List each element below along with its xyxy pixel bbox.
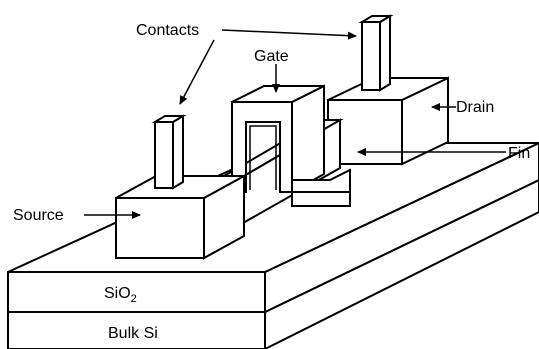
- source-block: [116, 176, 244, 258]
- contacts-arrow-right: [222, 30, 356, 36]
- fin-label: Fin: [508, 145, 530, 162]
- source-contact-front: [155, 122, 173, 188]
- sio2-front: [8, 272, 265, 312]
- source-front: [116, 198, 204, 258]
- drain-contact-side: [380, 16, 390, 90]
- contacts-arrow-left: [180, 40, 214, 104]
- drain-label: Drain: [456, 99, 494, 116]
- sio2-label-subscript: 2: [131, 293, 137, 305]
- drain-contact-front: [362, 22, 380, 90]
- contacts-label: Contacts: [136, 22, 199, 39]
- source-label: Source: [13, 207, 64, 224]
- gate-side: [292, 86, 324, 192]
- drain-block: [328, 78, 448, 164]
- gate-label: Gate: [254, 48, 289, 65]
- sio2-label-main: SiO: [104, 285, 131, 302]
- source-contact-side: [173, 116, 183, 188]
- source-contact: [155, 116, 183, 188]
- gate-flange-front: [292, 192, 350, 206]
- drain-contact: [362, 16, 390, 90]
- bulk-si-label: Bulk Si: [108, 325, 158, 342]
